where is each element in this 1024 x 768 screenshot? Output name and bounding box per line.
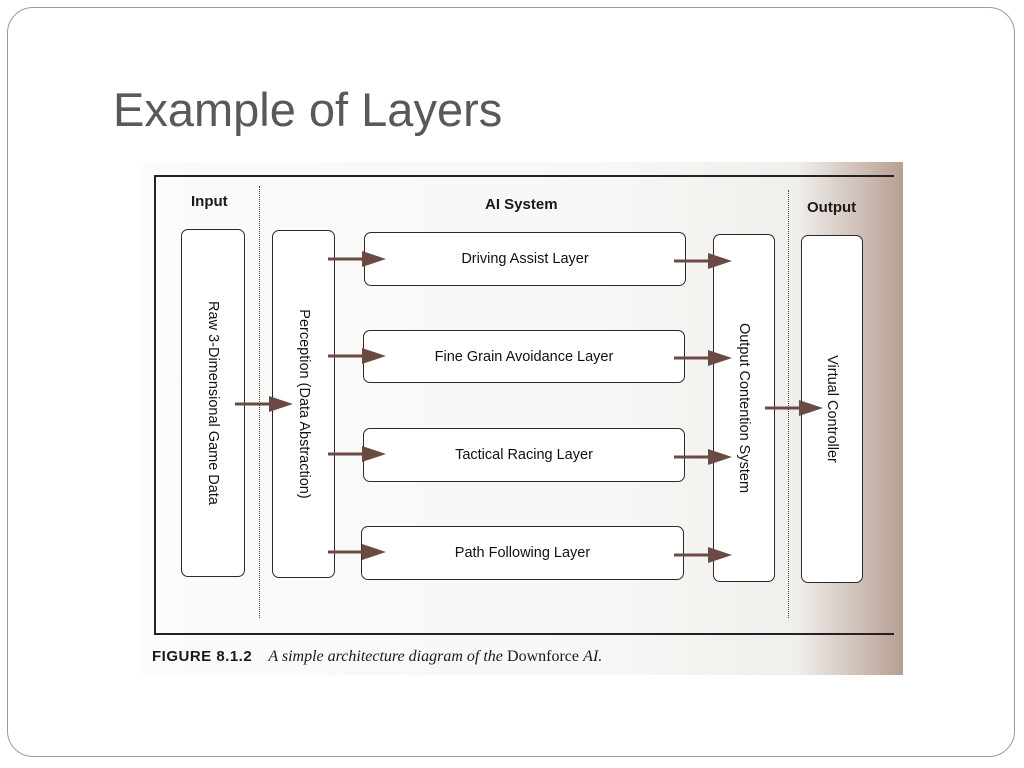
figure-frame — [154, 175, 894, 635]
caption-product-name: Downforce — [507, 648, 579, 665]
slide-title: Example of Layers — [113, 83, 503, 136]
arrow-icon — [328, 251, 386, 267]
layer-label: Driving Assist Layer — [461, 251, 589, 267]
arrow-icon — [674, 449, 732, 465]
output-divider — [788, 190, 789, 618]
layer-label: Fine Grain Avoidance Layer — [434, 348, 614, 365]
arrow-icon — [765, 400, 823, 416]
layer-box: Driving Assist Layer — [364, 232, 686, 286]
arrow-icon — [674, 350, 732, 366]
layer-label: Tactical Racing Layer — [455, 447, 593, 463]
arrow-icon — [328, 544, 386, 560]
arrow-icon — [235, 396, 293, 412]
caption-text: A simple architecture diagram of the — [268, 648, 503, 665]
architecture-figure: Input AI System Output Raw 3-Dimensional… — [143, 162, 903, 675]
ai-system-column-header: AI System — [485, 196, 558, 213]
game-data-box: Raw 3-Dimensional Game Data — [181, 229, 245, 577]
arrow-icon — [674, 253, 732, 269]
caption-text-end: AI. — [583, 648, 603, 665]
arrow-icon — [328, 348, 386, 364]
arrow-icon — [328, 446, 386, 462]
arrow-icon — [674, 547, 732, 563]
figure-caption: FIGURE 8.1.2 A simple architecture diagr… — [152, 648, 602, 666]
figure-number: FIGURE 8.1.2 — [152, 648, 253, 665]
input-column-header: Input — [191, 193, 228, 210]
perception-label: Perception (Data Abstraction) — [295, 309, 312, 499]
output-column-header: Output — [807, 199, 857, 216]
layer-label: Path Following Layer — [454, 545, 591, 561]
contention-label: Output Contention System — [736, 322, 752, 494]
game-data-label: Raw 3-Dimensional Game Data — [205, 301, 221, 505]
layer-box: Path Following Layer — [361, 526, 684, 580]
input-divider — [259, 186, 260, 618]
controller-label: Virtual Controller — [824, 355, 840, 463]
layer-box: Fine Grain Avoidance Layer — [363, 330, 685, 383]
layer-box: Tactical Racing Layer — [363, 428, 685, 482]
